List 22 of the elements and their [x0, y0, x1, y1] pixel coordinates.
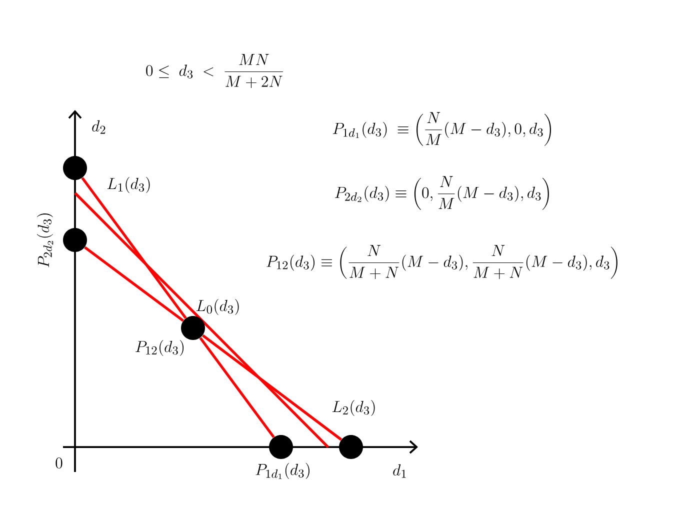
- point-dot: [339, 435, 363, 459]
- line-segment: [199, 337, 275, 438]
- point-label: $P_{1d_1}(d_3)$: [256, 462, 310, 480]
- axis-label: $d_2$: [92, 120, 106, 134]
- point-dot: [269, 435, 293, 459]
- axis-label: $d_1$: [393, 464, 406, 478]
- line-segment: [84, 246, 184, 322]
- line-segment: [81, 177, 187, 319]
- point-dot: [63, 228, 87, 252]
- line-label: $L_1(d_3)$: [107, 177, 150, 194]
- condition-formula: $0\le\ d_3\ <\ \frac{MN}{M+2N}$: [146, 54, 283, 88]
- line-segment: [202, 334, 342, 441]
- origin-label: $0$: [56, 458, 62, 468]
- point-dot: [63, 156, 87, 180]
- line-label: $L_2(d_3)$: [332, 400, 375, 416]
- point-formula: $P_{12}(d_3)\equiv\left(\frac{N}{M+N}(M-d_3),\frac{N}{M+N}(M-d_3),d_3\right)$: [266, 245, 618, 279]
- point-dot: [181, 316, 205, 340]
- line-label: $L_0(d_3)$: [196, 299, 239, 316]
- point-label: $P_{12}(d_3)$: [136, 340, 184, 356]
- point-formula: $P_{1d_1}(d_3)\ \equiv\left(\frac{N}{M}(M-d_3),0,d_3\right)$: [332, 112, 551, 146]
- point-formula: $P_{2d_2}(d_3)\equiv\left(0,\frac{N}{M}(M-d_3),d_3\right)$: [335, 176, 549, 210]
- point-label: $P_{2d_2}(d_3)$: [36, 214, 54, 268]
